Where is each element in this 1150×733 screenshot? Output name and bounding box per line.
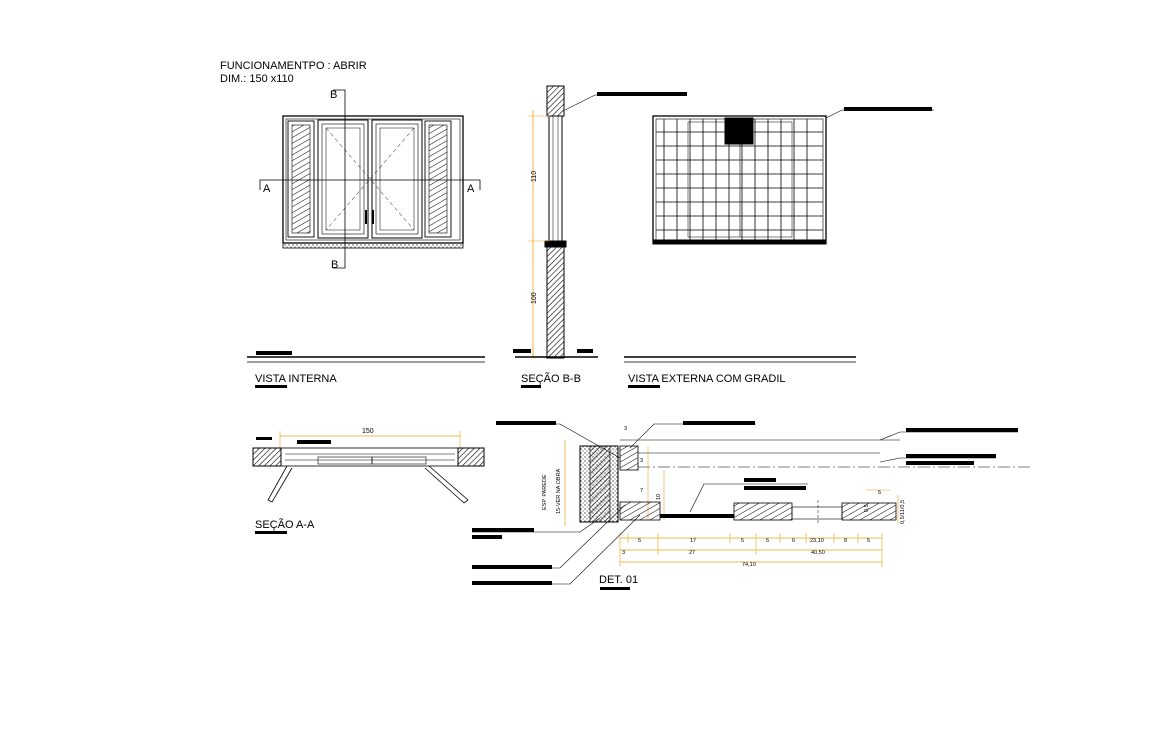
dim-row2-1: 27 [689,550,695,556]
dim-3-top: 3 [624,426,627,432]
title-secao-bb: SEÇÃO B-B [521,372,581,385]
marker-b-top: B [330,89,337,101]
dim-elev-bottom: 100 [531,292,538,304]
marker-a-left: A [263,183,271,195]
dim-row1-4: 6 [792,538,795,544]
dim-3-side: 3 [640,458,643,464]
secao-bb-dimensions: 110 100 [531,171,538,304]
vista-externa-elevation [652,107,934,245]
dim-10: 10 [656,494,662,500]
marker-a-right: A [467,183,475,195]
title-secao-aa: SEÇÃO A-A [255,518,315,531]
dim-7: 7 [640,488,643,494]
wall-label-2: 15-VER NA OBRA [556,468,562,514]
operation-text: FUNCIONAMENTPO : ABRIR [220,60,367,72]
header-block: FUNCIONAMENTPO : ABRIR DIM.: 150 x110 [220,60,367,85]
dim-row2-0: 3 [622,550,625,556]
dim-row1-3: 5 [766,538,769,544]
det01-detail [472,421,1030,585]
secao-bb-section [513,85,687,359]
dim-width: 150 [362,428,374,435]
title-vista-externa: VISTA EXTERNA COM GRADIL [628,373,786,385]
dim-row1-7: 5 [867,538,870,544]
dim-row1-2: 5 [741,538,744,544]
dim-total: 74,10 [742,562,756,568]
view-titles: VISTA INTERNA SEÇÃO B-B VISTA EXTERNA CO… [255,372,786,590]
marker-b-bottom: B [331,259,338,271]
section-markers: B B A A [263,89,475,271]
dim-small-right: 0,5 [864,504,870,512]
det01-dimensions: 3 3 7 10 5 ESP. PAREDE 15-VER NA OBRA 0,… [542,426,906,568]
secao-aa-section [252,431,485,504]
title-det01: DET. 01 [599,574,638,586]
dimension-text: DIM.: 150 x110 [220,73,294,85]
dim-row2-2: 40,50 [811,550,825,556]
dim-row1-0: 5 [638,538,641,544]
vista-interna-elevation [259,89,481,269]
title-vista-interna: VISTA INTERNA [255,373,337,385]
dim-small-vert: 0,5/11/0,5 [900,500,906,524]
wall-label-1: ESP. PAREDE [542,474,548,510]
dim-elev-top: 110 [531,171,538,182]
dim-row1-6: 8 [844,538,847,544]
dim-row1-5: 23,10 [810,538,824,544]
dim-5-right: 5 [878,490,881,496]
ground-lines [247,351,856,363]
dim-row1-1: 17 [690,538,696,544]
